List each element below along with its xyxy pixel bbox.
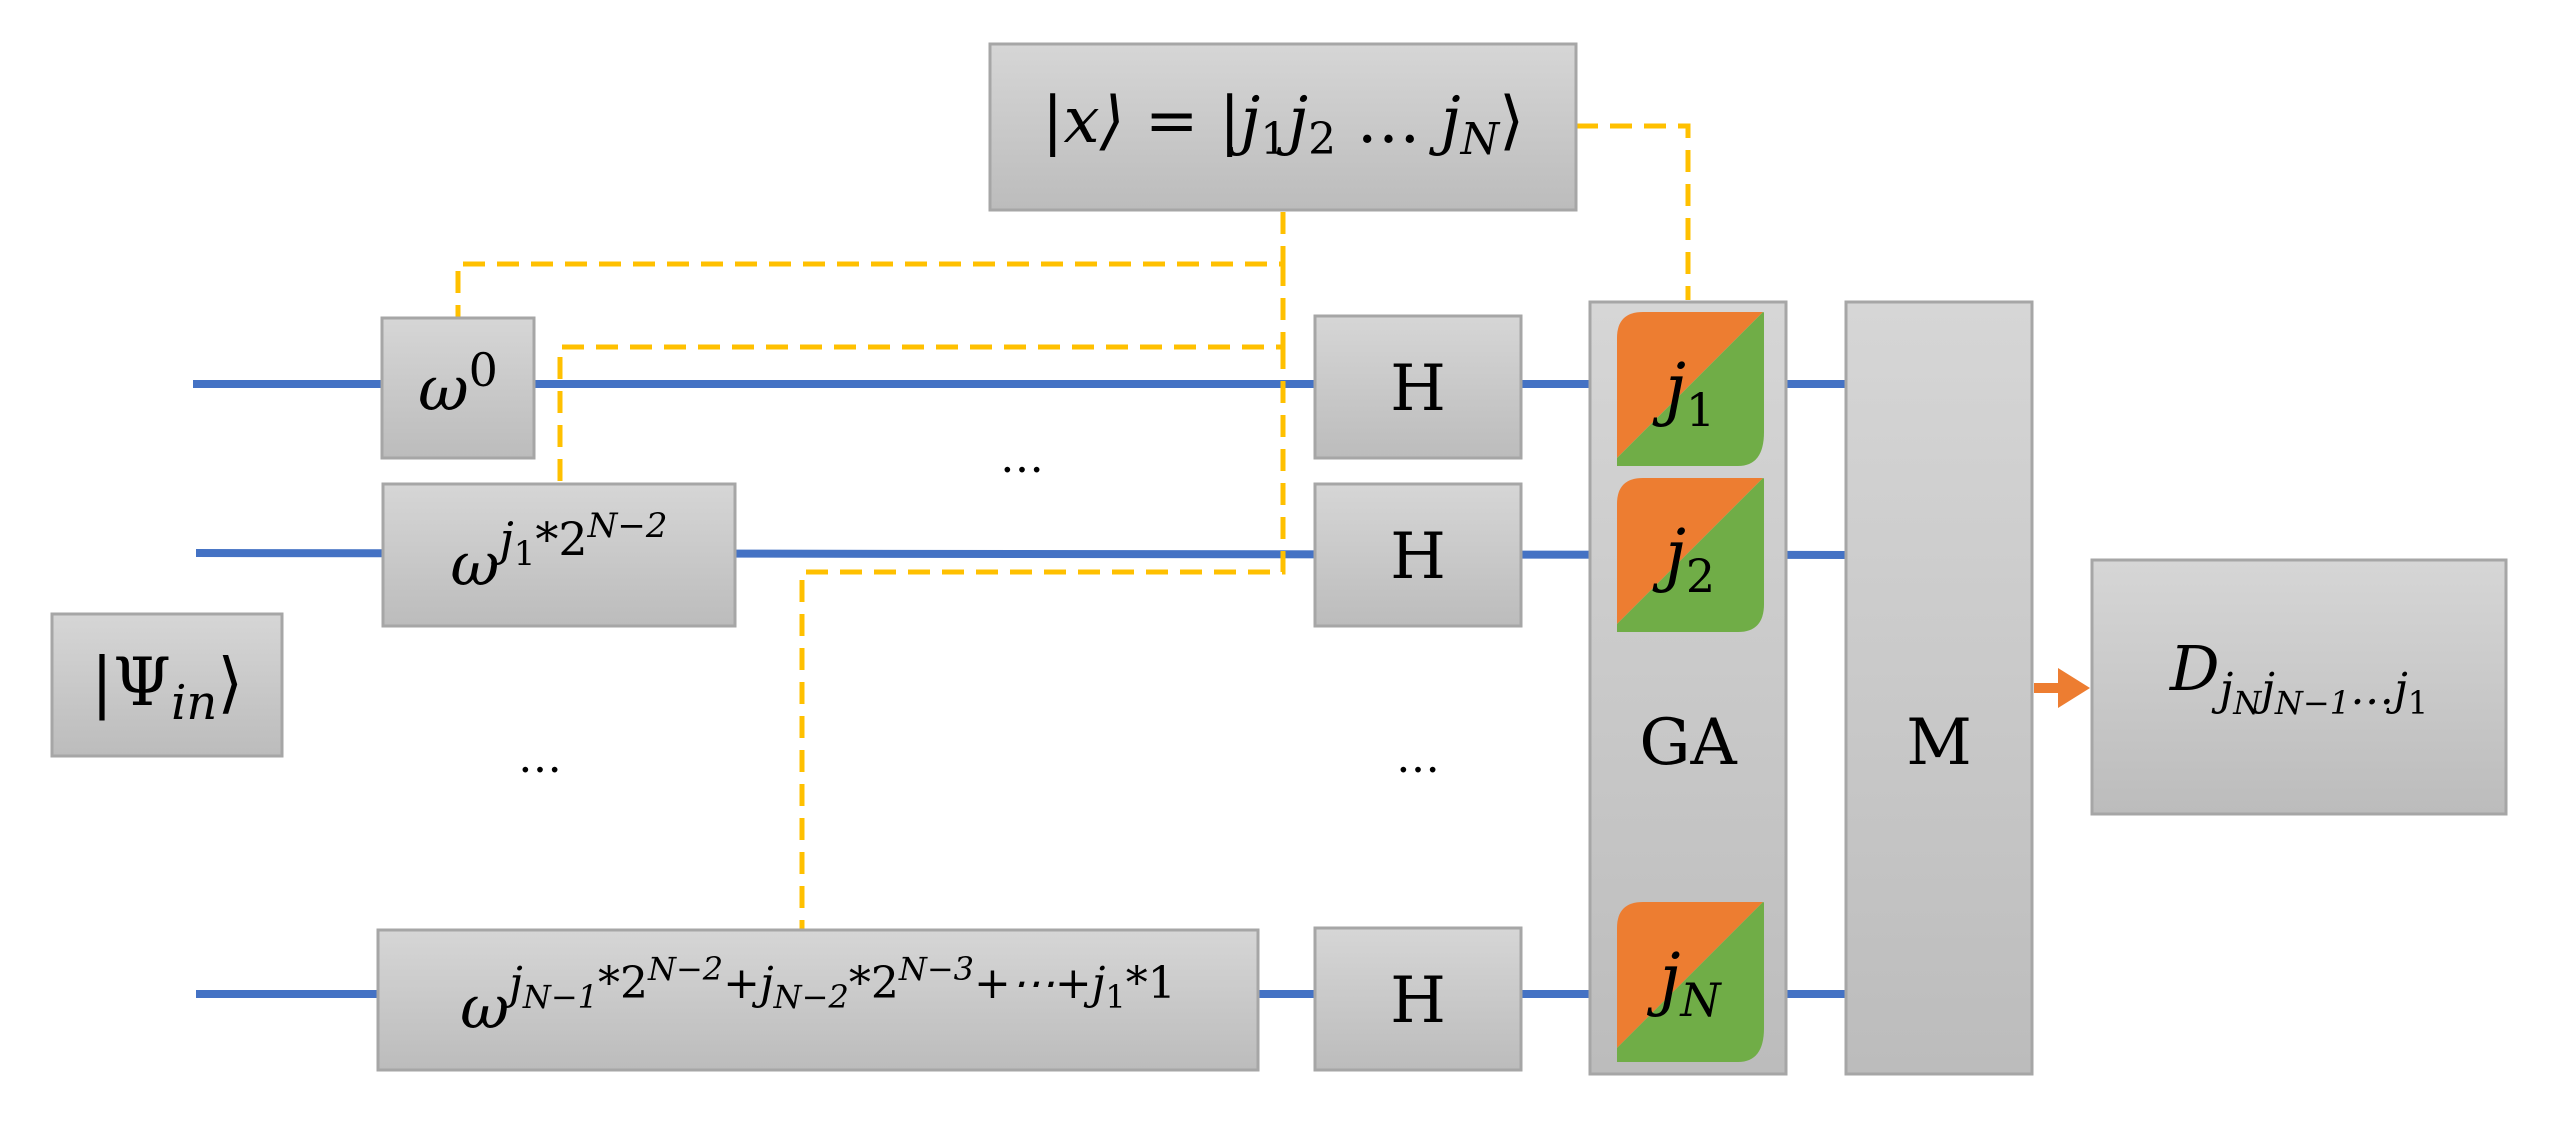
- input-state-box: |Ψin⟩: [50, 612, 284, 758]
- hadamard-gate-2: H: [1313, 482, 1523, 628]
- svg-text:M: M: [1906, 706, 1972, 780]
- measurement-block: M: [1844, 300, 2034, 1076]
- grover-label: GA: [1639, 706, 1737, 780]
- svg-text:jN: jN: [1646, 940, 1722, 1027]
- svg-text:ω0: ω0: [418, 343, 498, 425]
- control-state-box: |x⟩ = |j1j2 … jN⟩: [988, 42, 1578, 212]
- grover-block: GA j1 j2 jN: [1588, 300, 1788, 1076]
- svg-text:ωjN−1*2N−2+jN−2*2N−3+⋯+j1*1: ωjN−1*2N−2+jN−2*2N−3+⋯+j1*1: [460, 950, 1176, 1043]
- svg-text:|Ψin⟩: |Ψin⟩: [91, 644, 243, 731]
- grover-cell-n: jN: [1617, 902, 1764, 1062]
- control-state-label: |x⟩ = |j1j2 … jN⟩: [1042, 84, 1524, 165]
- svg-text:ωj1*2N−2: ωj1*2N−2: [451, 506, 668, 600]
- control-lines: [455, 123, 1691, 930]
- svg-text:H: H: [1390, 352, 1446, 426]
- control-line-omega0: [455, 212, 1286, 318]
- ellipsis-right: …: [1396, 732, 1440, 783]
- control-line-grover: [1576, 123, 1691, 300]
- ellipsis-left: …: [518, 732, 562, 783]
- output-box: DjNjN−1…j1: [2090, 558, 2508, 816]
- output-arrow: [2034, 668, 2090, 708]
- grover-cell-2: j2: [1617, 478, 1764, 632]
- hadamard-gate-1: H: [1313, 314, 1523, 460]
- hadamard-gate-n: H: [1313, 926, 1523, 1072]
- phase-gate-1: ω0: [380, 316, 536, 460]
- phase-gate-n: ωjN−1*2N−2+jN−2*2N−3+⋯+j1*1: [376, 928, 1260, 1072]
- grover-cell-1: j1: [1617, 312, 1764, 466]
- control-line-omega2: [557, 264, 1286, 484]
- control-line-omegaN: [799, 347, 1286, 930]
- svg-text:H: H: [1390, 964, 1446, 1038]
- svg-text:H: H: [1390, 520, 1446, 594]
- phase-gate-2: ωj1*2N−2: [381, 482, 737, 628]
- ellipsis-top: …: [1000, 432, 1044, 483]
